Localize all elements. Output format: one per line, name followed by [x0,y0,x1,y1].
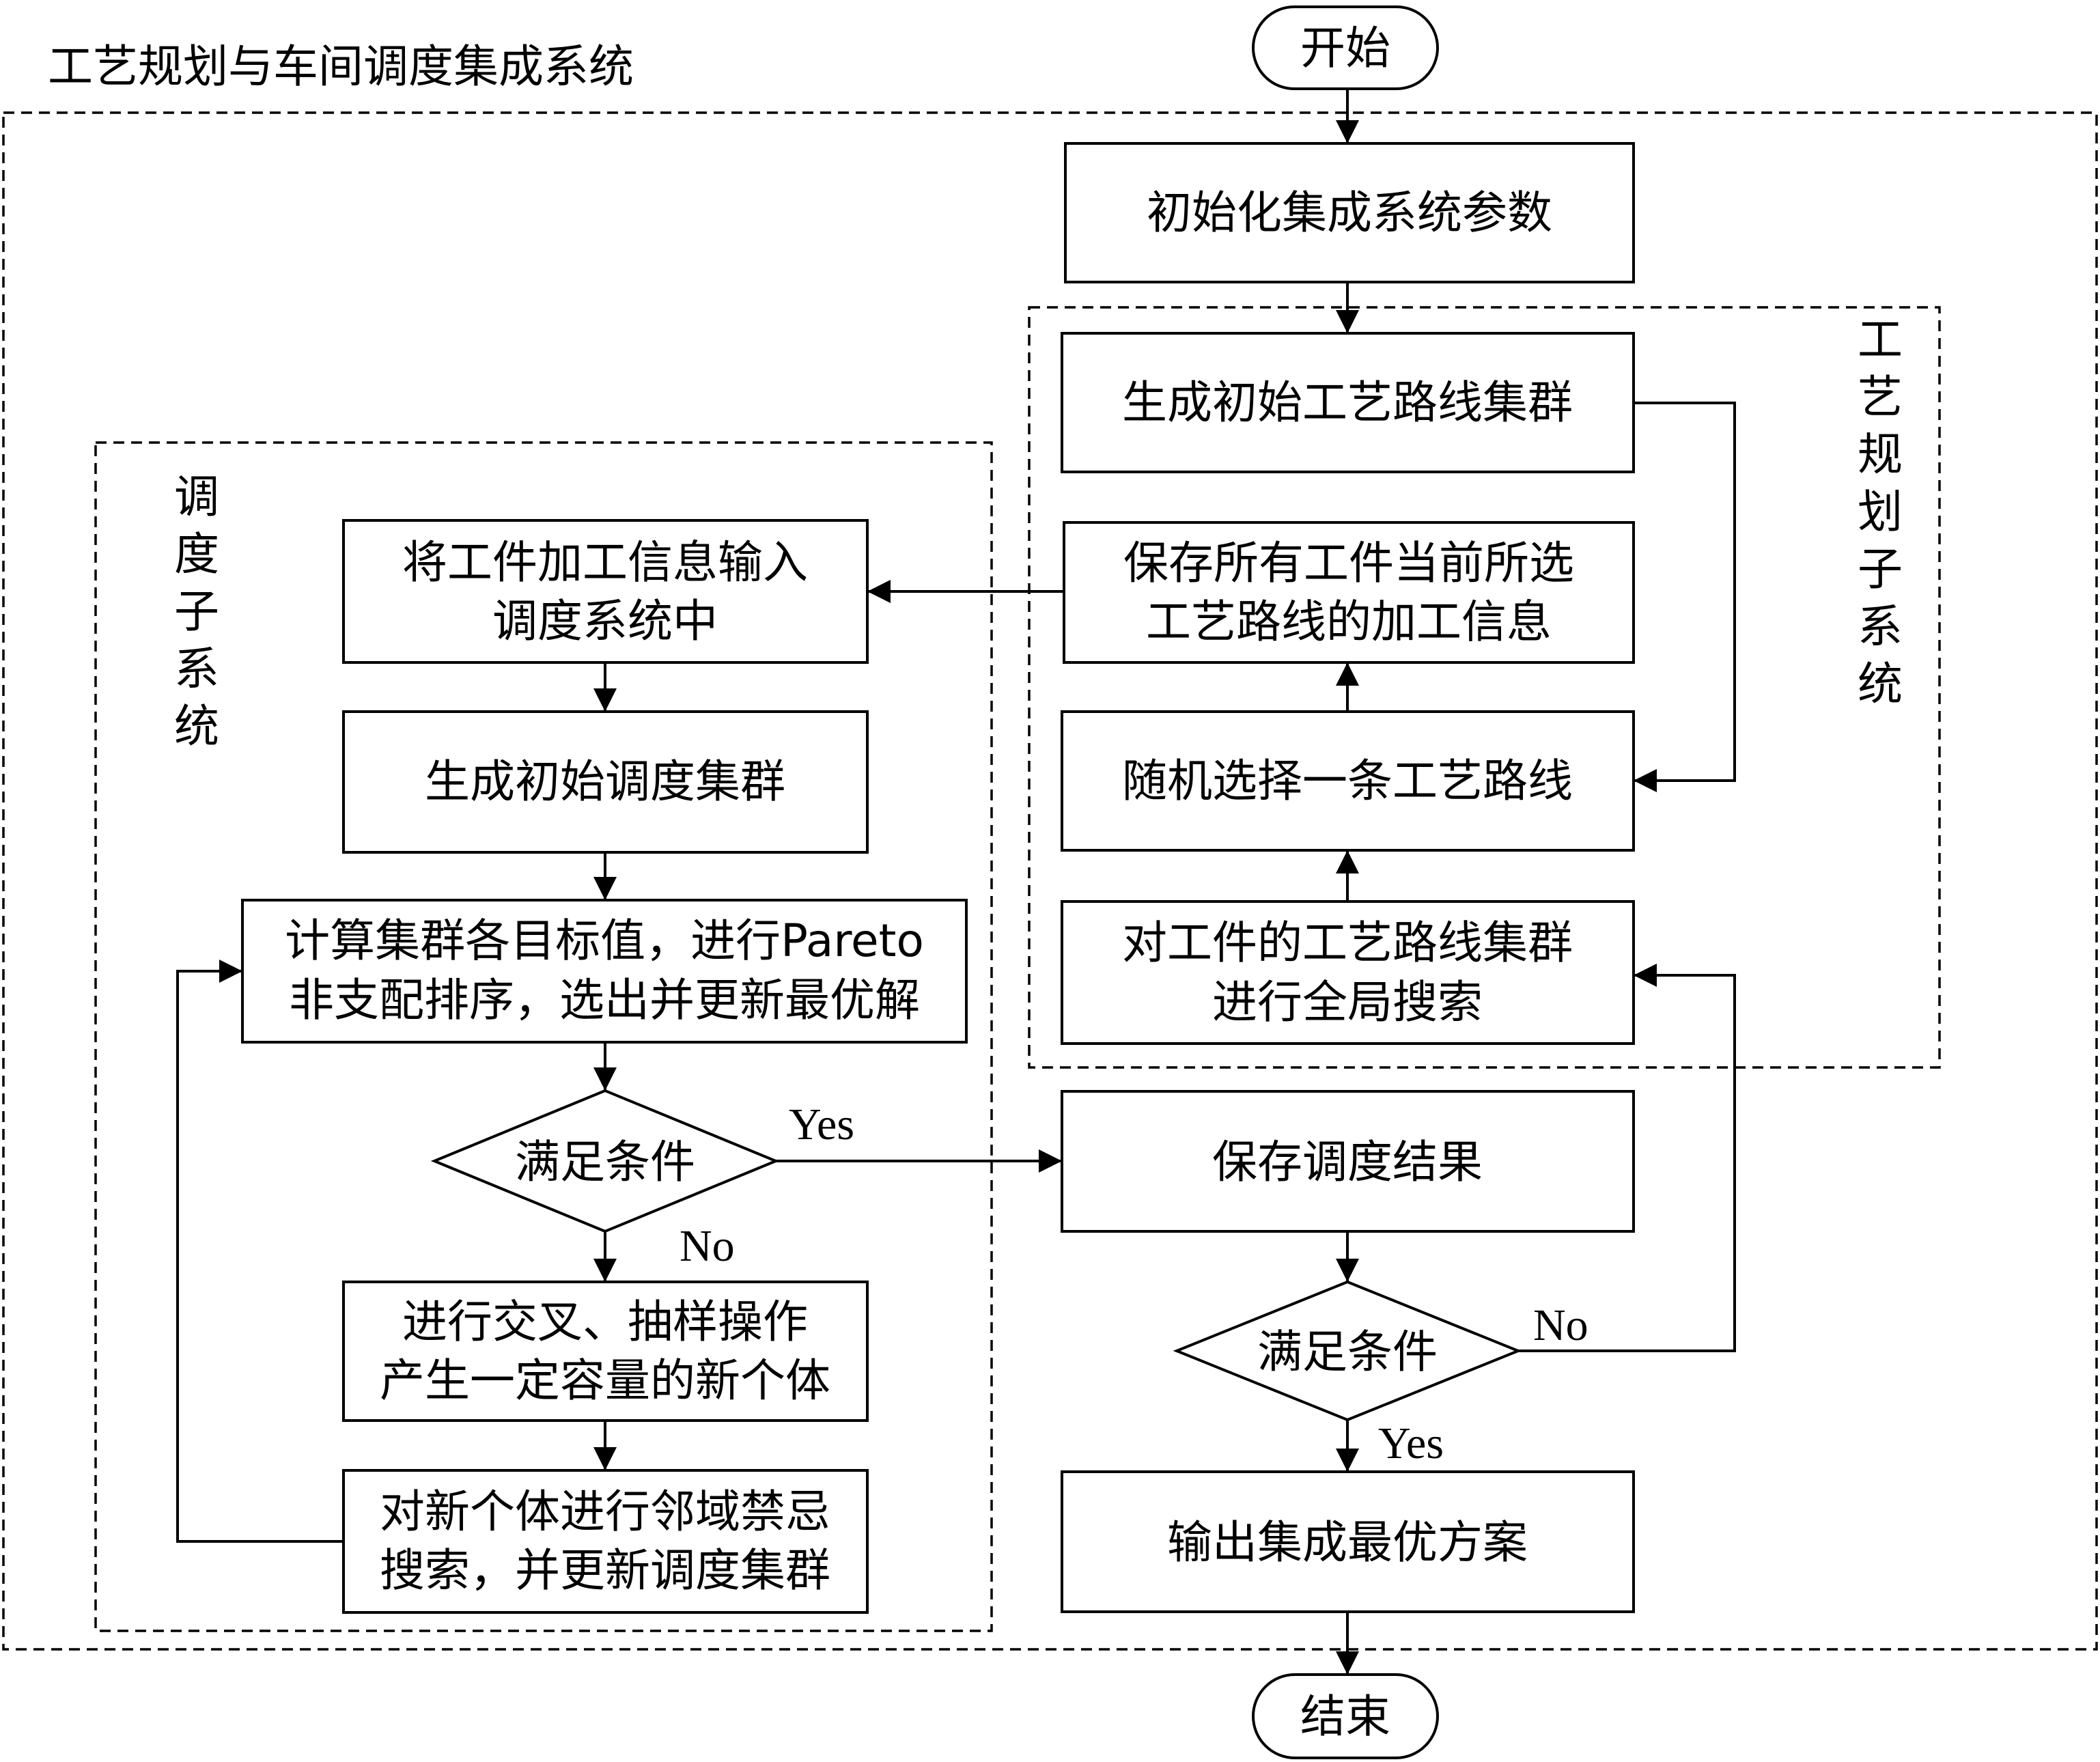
calc-pareto-box [241,899,968,1044]
right-no-label: No [1533,1300,1588,1350]
schedule-subsystem-frame [94,441,993,1632]
input-info-box [342,519,869,664]
arrow-tabu-loop-back [176,960,344,1543]
arrow-gen-routes-to-random-select [1634,402,1736,792]
integrated-system-frame [2,111,2098,1651]
crossover-line2: 产生一定容量的新个体 [380,1354,830,1407]
left-no-label: No [680,1221,735,1271]
global-search-box [1061,900,1635,1045]
left-condition-label: 满足条件 [515,1136,695,1188]
tabu-search-box [342,1469,869,1614]
save-route-info-line1: 保存所有工件当前所选 [1123,537,1574,589]
start-terminal [1252,5,1439,90]
tabu-search-line2: 搜索，并更新调度集群 [380,1544,830,1597]
crossover-line1: 进行交叉、抽样操作 [402,1296,808,1348]
right-condition-label: 满足条件 [1257,1326,1438,1378]
random-select-label: 随机选择一条工艺路线 [1122,755,1573,807]
calc-pareto-line2: 非支配排序，选出并更新最优解 [289,974,920,1026]
right-yes-label: Yes [1378,1418,1444,1468]
end-terminal [1252,1673,1439,1759]
gen-routes-label: 生成初始工艺路线集群 [1122,376,1573,429]
calc-pareto-line1: 计算集群各目标值，进行Pareto [285,914,924,967]
gen-schedule-label: 生成初始调度集群 [425,755,785,808]
save-route-info-box [1063,521,1635,664]
gen-routes-box [1061,332,1635,473]
system-title: 工艺规划与车间调度集成系统 [48,40,634,93]
init-params-box [1064,142,1635,283]
input-info-line1: 将工件加工信息输入 [402,536,808,589]
process-subsystem-label: 工艺规划子系统 [1858,313,1903,710]
global-search-line1: 对工件的工艺路线集群 [1122,917,1573,969]
init-params-label: 初始化集成系统参数 [1147,186,1552,239]
save-schedule-box [1061,1090,1635,1233]
schedule-subsystem-label: 调度子系统 [174,471,219,753]
random-select-box [1061,710,1635,852]
arrow-right-condition-no [1518,964,1736,1352]
left-yes-label: Yes [789,1100,854,1149]
tabu-search-line1: 对新个体进行邻域禁忌 [380,1485,830,1538]
gen-schedule-box [342,710,869,854]
global-search-line2: 进行全局搜索 [1212,976,1483,1029]
input-info-line2: 调度系统中 [492,595,718,647]
output-label: 输出集成最优方案 [1167,1516,1528,1569]
save-schedule-label: 保存调度结果 [1212,1136,1483,1188]
end-label: 结束 [1300,1690,1390,1743]
save-route-info-line2: 工艺路线的加工信息 [1146,596,1552,648]
output-box [1061,1470,1635,1613]
crossover-box [342,1281,869,1422]
start-label: 开始 [1300,22,1390,74]
